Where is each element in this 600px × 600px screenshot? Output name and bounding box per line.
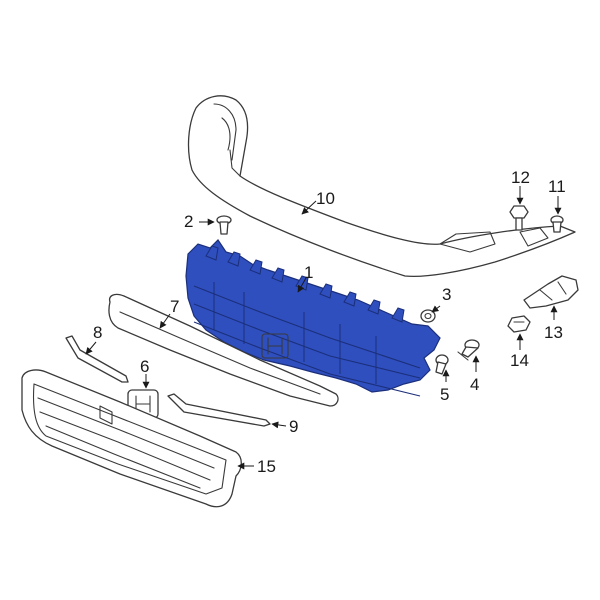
- grille-emblem-icon: [261, 333, 289, 359]
- grille-slat: [193, 303, 421, 379]
- part-1-upper-grille: [185, 239, 441, 397]
- part-2-clip: [216, 215, 232, 235]
- callout-7: 7: [170, 297, 179, 316]
- part-12-bolt: [509, 205, 529, 231]
- grille-slat: [193, 285, 421, 369]
- grille-fin: [205, 245, 219, 261]
- callout-11: 11: [548, 177, 566, 196]
- callout-labels: 1 2 3 4 5 6 7 8 9 10 11 12 13 14 15: [93, 168, 566, 476]
- grille-fin: [391, 307, 405, 323]
- grille-fin: [319, 283, 333, 299]
- grille-fin: [227, 251, 241, 267]
- callout-10: 10: [316, 189, 335, 208]
- callout-13: 13: [544, 323, 563, 342]
- grille-fin: [271, 267, 285, 283]
- grille-fins: [193, 245, 421, 397]
- part-3-nut: [420, 309, 436, 323]
- callout-6: 6: [140, 357, 149, 376]
- callout-3: 3: [442, 285, 451, 304]
- part-9-molding: [167, 393, 271, 427]
- callout-1: 1: [304, 263, 313, 282]
- callout-4: 4: [470, 375, 479, 394]
- part-15-lower-grille: [21, 369, 242, 508]
- callout-9: 9: [289, 417, 298, 436]
- part-8-molding: [65, 335, 129, 383]
- leader-lines: [85, 186, 562, 470]
- part-4-screw: [457, 339, 480, 361]
- part-11-clip: [550, 215, 564, 233]
- callout-15: 15: [257, 457, 276, 476]
- part-5-screw: [435, 354, 449, 375]
- callout-14: 14: [510, 351, 529, 370]
- grille-fin: [249, 259, 263, 275]
- callout-5: 5: [440, 385, 449, 404]
- grille-fin: [343, 291, 357, 307]
- grille-slat: [193, 321, 421, 397]
- part-14-bolt: [507, 315, 531, 333]
- callout-2: 2: [184, 212, 193, 231]
- part-13-bracket: [523, 275, 579, 309]
- grille-fin: [367, 299, 381, 315]
- callout-12: 12: [511, 168, 530, 187]
- callout-8: 8: [93, 323, 102, 342]
- part-10-upper-beam: [187, 95, 576, 278]
